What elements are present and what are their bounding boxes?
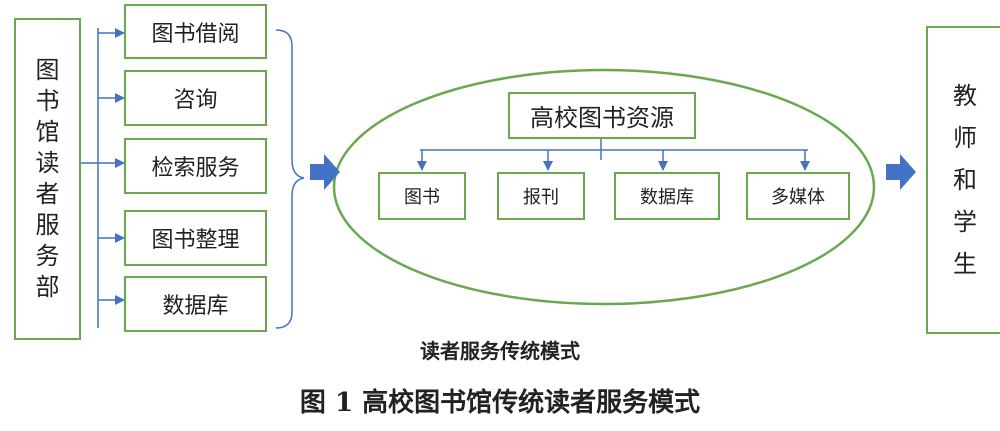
recipient-char: 和 (953, 166, 977, 194)
dept-char: 图 (35, 56, 60, 84)
dept-char: 务 (35, 242, 60, 270)
teachers-students-box: 教 师 和 学 生 (926, 26, 1000, 334)
subtitle-text: 读者服务传统模式 (420, 339, 580, 363)
services-brace (275, 29, 305, 329)
service-label: 检索服务 (151, 156, 240, 181)
reader-services-department-box: 图 书 馆 读 者 服 务 部 (14, 18, 81, 340)
dept-char: 读 (35, 149, 60, 177)
resource-box-database: 数据库 (614, 172, 720, 220)
block-arrow-to-recipients (886, 154, 916, 190)
resource-label: 数据库 (640, 187, 694, 208)
figure-caption: 图 1 高校图书馆传统读者服务模式 (0, 382, 1000, 419)
dept-char: 服 (35, 211, 60, 239)
service-label: 图书借阅 (151, 21, 240, 47)
resources-title: 高校图书资源 (530, 104, 674, 132)
resource-box-multimedia: 多媒体 (746, 172, 850, 220)
recipient-char: 生 (953, 250, 977, 278)
recipient-char: 教 (953, 82, 977, 110)
diagram-subtitle: 读者服务传统模式 (0, 335, 1000, 364)
resource-label: 图书 (404, 187, 440, 208)
resource-label: 报刊 (523, 187, 559, 208)
recipient-char: 师 (953, 124, 977, 152)
service-label: 图书整理 (151, 228, 240, 253)
resource-box-periodicals: 报刊 (497, 172, 585, 220)
service-label: 咨询 (173, 88, 218, 113)
dept-char: 者 (35, 180, 60, 208)
resources-title-box: 高校图书资源 (508, 92, 696, 139)
block-arrow-to-resources (310, 154, 340, 190)
resource-box-books: 图书 (378, 172, 466, 220)
dept-char: 部 (35, 273, 60, 301)
resource-label: 多媒体 (771, 187, 825, 208)
dept-char: 书 (35, 87, 60, 115)
service-label: 数据库 (162, 294, 229, 319)
recipient-char: 学 (953, 208, 977, 236)
resources-ellipse (332, 68, 876, 306)
service-box-consulting: 咨询 (124, 70, 267, 126)
service-box-borrowing: 图书借阅 (124, 4, 267, 59)
dept-char: 馆 (35, 118, 60, 146)
figure-caption-text: 图 1 高校图书馆传统读者服务模式 (299, 388, 701, 418)
service-box-database: 数据库 (124, 276, 267, 332)
service-box-retrieval: 检索服务 (124, 138, 267, 194)
service-box-organizing: 图书整理 (124, 210, 267, 266)
